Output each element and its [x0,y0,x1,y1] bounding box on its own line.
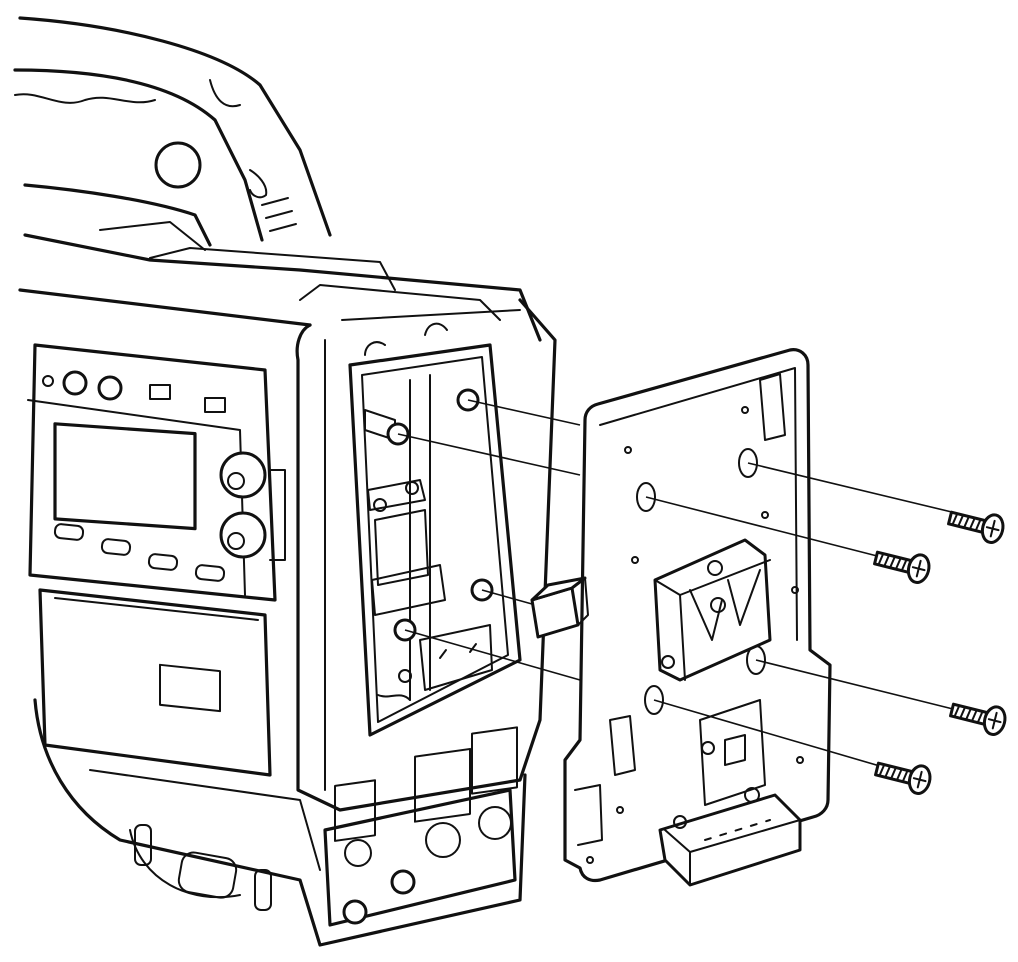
screw-icon [874,761,932,795]
connector-knob-icon [219,511,267,559]
carry-handle [13,16,332,247]
battery-terminal-block [658,699,802,887]
handle-knob-icon [154,141,202,189]
panel-button [147,553,179,571]
camera-body [13,16,589,947]
plate-hole-icon [738,448,758,478]
bnc-connector-icon [342,899,368,925]
xlr-connector-icon [478,806,512,840]
door-latch [159,663,221,713]
panel-button [194,564,226,582]
camera-side-face [295,298,557,812]
rear-connector-block [33,698,527,947]
screw-icon [949,702,1007,736]
connector-knob-icon [219,451,267,499]
camera-top-surface [23,233,542,342]
indicator-dot [42,375,54,387]
v-mount-receiver [653,538,772,682]
xlr-connector [414,747,471,823]
power-connector-plug [530,576,589,639]
screw-icon [947,510,1005,544]
xlr-connector-icon [425,822,461,858]
dial-knob-icon [97,375,123,401]
xlr-connector [471,726,518,795]
switch-icon [204,397,226,413]
battery-mount-recess [348,343,522,737]
plate-slot [759,373,786,441]
battery-adapter-plate [563,348,832,887]
mounting-screws [873,510,1007,795]
assembly-guide-lines [397,399,966,770]
switch-icon [149,384,171,400]
plate-hole-icon [636,482,656,512]
panel-button [53,523,85,541]
panel-button [100,538,132,556]
control-panel [27,343,286,602]
xlr-connector-icon [344,839,372,867]
lcd-display [53,422,197,531]
bnc-connector-icon [390,869,416,895]
plate-hole-icon [644,685,664,715]
xlr-connector [334,779,376,842]
screw-icon [873,550,931,584]
dial-knob-icon [62,370,88,396]
cassette-door [38,588,272,777]
